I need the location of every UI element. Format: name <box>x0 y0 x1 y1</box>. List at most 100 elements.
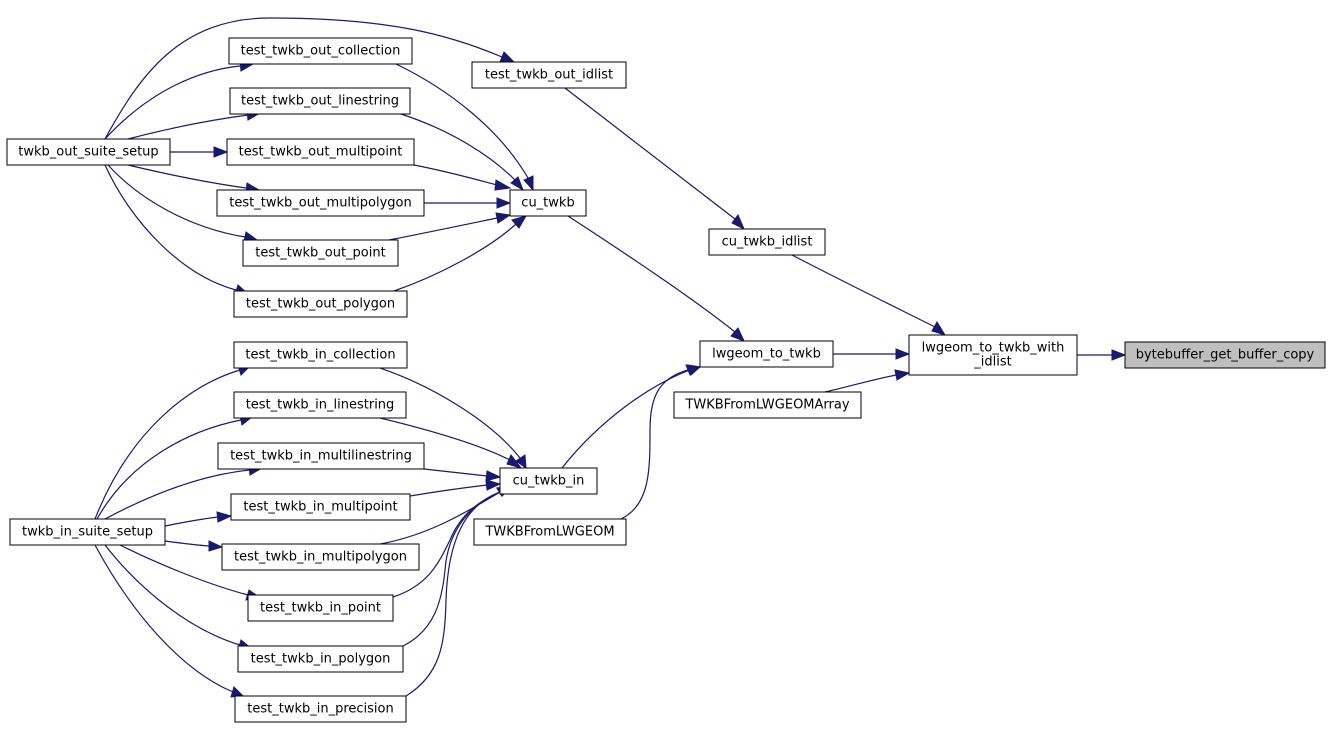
node-label: twkb_out_suite_setup <box>18 145 158 160</box>
node-box[interactable] <box>229 87 411 115</box>
node-box[interactable] <box>221 543 420 571</box>
edge-test-twkb-out-multipoint-to-cu-twkb <box>413 164 512 191</box>
edge-arrowhead <box>1111 349 1127 361</box>
node-cu-twkb[interactable]: cu_twkb <box>509 189 587 217</box>
edge-test-twkb-out-multipolygon-to-cu-twkb <box>424 197 512 209</box>
node-test-twkb-in-multipolygon[interactable]: test_twkb_in_multipolygon <box>221 543 420 571</box>
node-box[interactable] <box>673 391 862 419</box>
node-test-twkb-out-linestring[interactable]: test_twkb_out_linestring <box>229 87 411 115</box>
edge-arrowhead <box>213 146 229 158</box>
node-box[interactable] <box>908 334 1078 376</box>
node-twkbfromlwgeom[interactable]: TWKBFromLWGEOM <box>473 518 627 546</box>
node-test-twkb-out-polygon[interactable]: test_twkb_out_polygon <box>233 290 408 318</box>
node-cu-twkb-idlist[interactable]: cu_twkb_idlist <box>708 228 826 256</box>
node-test-twkb-out-point[interactable]: test_twkb_out_point <box>242 239 399 267</box>
node-label: lwgeom_to_twkb <box>712 347 821 362</box>
node-test-twkb-out-multipoint[interactable]: test_twkb_out_multipoint <box>226 138 415 166</box>
node-box[interactable] <box>499 467 598 495</box>
edge-twkbfromlwgeomarray-to-lwgeom-to-twkb-with-idlist <box>824 369 911 393</box>
edge-line <box>395 63 529 179</box>
node-box[interactable] <box>473 518 627 546</box>
edge-twkbfromlwgeom-to-lwgeom-to-twkb <box>620 364 702 520</box>
edge-arrowhead <box>216 511 233 523</box>
edge-line <box>824 374 897 393</box>
node-box[interactable] <box>1124 341 1326 369</box>
edge-arrowhead <box>208 540 224 552</box>
node-lwgeom-to-twkb[interactable]: lwgeom_to_twkb <box>699 340 834 368</box>
edge-line <box>409 484 488 497</box>
edge-line <box>104 17 503 140</box>
node-box[interactable] <box>233 341 408 369</box>
node-label: test_twkb_in_collection <box>245 348 395 363</box>
node-test-twkb-in-multilinestring[interactable]: test_twkb_in_multilinestring <box>217 442 425 470</box>
node-test-twkb-out-multipolygon[interactable]: test_twkb_out_multipolygon <box>216 189 425 217</box>
node-test-twkb-in-multipoint[interactable]: test_twkb_in_multipoint <box>230 493 411 521</box>
node-box[interactable] <box>708 228 826 256</box>
edge-arrowhead <box>511 215 528 229</box>
node-box[interactable] <box>509 189 587 217</box>
node-bytebuffer-get-buffer-copy[interactable]: bytebuffer_get_buffer_copy <box>1124 341 1326 369</box>
edge-line <box>104 544 241 646</box>
node-label: test_twkb_out_multipoint <box>239 145 403 160</box>
node-twkb-in-suite-setup[interactable]: twkb_in_suite_setup <box>9 518 166 546</box>
node-label: test_twkb_out_idlist <box>485 68 613 83</box>
edge-line <box>567 215 736 333</box>
node-box[interactable] <box>233 391 407 419</box>
node-label: lwgeom_to_twkb_with <box>922 341 1065 356</box>
node-box[interactable] <box>228 37 413 65</box>
node-box[interactable] <box>247 594 394 622</box>
node-label: test_twkb_in_multipoint <box>243 500 397 515</box>
edge-arrowhead <box>485 470 502 482</box>
node-box[interactable] <box>242 239 399 267</box>
edge-line <box>791 254 936 328</box>
node-test-twkb-in-precision[interactable]: test_twkb_in_precision <box>234 695 407 723</box>
node-box[interactable] <box>9 518 166 546</box>
node-test-twkb-in-point[interactable]: test_twkb_in_point <box>247 594 394 622</box>
node-box[interactable] <box>216 189 425 217</box>
node-test-twkb-out-idlist[interactable]: test_twkb_out_idlist <box>471 61 627 89</box>
node-label: TWKBFromLWGEOM <box>484 525 614 540</box>
edge-line <box>379 491 501 545</box>
edge-lwgeom-to-twkb-to-lwgeom-to-twkb-with-idlist <box>833 348 911 360</box>
edge-test-twkb-out-polygon-to-cu-twkb <box>393 215 528 292</box>
edge-lwgeom-to-twkb-with-idlist-to-bytebuffer-get-buffer-copy <box>1077 349 1127 361</box>
node-lwgeom-to-twkb-with-idlist[interactable]: lwgeom_to_twkb_with_idlist <box>908 334 1078 376</box>
node-box[interactable] <box>6 138 171 166</box>
edge-line <box>104 164 237 291</box>
node-box[interactable] <box>233 290 408 318</box>
node-box[interactable] <box>471 61 627 89</box>
edge-twkb-out-suite-setup-to-test-twkb-out-idlist <box>104 17 516 140</box>
node-test-twkb-in-polygon[interactable]: test_twkb_in_polygon <box>237 645 404 673</box>
edge-arrowhead <box>515 454 527 470</box>
node-cu-twkb-in[interactable]: cu_twkb_in <box>499 467 598 495</box>
edge-twkb-out-suite-setup-to-test-twkb-out-multipolygon <box>127 164 261 194</box>
edge-line <box>405 491 501 697</box>
node-box[interactable] <box>226 138 415 166</box>
node-test-twkb-in-collection[interactable]: test_twkb_in_collection <box>233 341 408 369</box>
edge-twkb-out-suite-setup-to-test-twkb-out-multipoint <box>170 146 229 158</box>
node-test-twkb-out-collection[interactable]: test_twkb_out_collection <box>228 37 413 65</box>
edge-cu-twkb-idlist-to-lwgeom-to-twkb-with-idlist <box>791 254 947 336</box>
node-label: test_twkb_in_precision <box>247 702 393 717</box>
edge-test-twkb-out-idlist-to-cu-twkb-idlist <box>564 87 745 231</box>
node-label: cu_twkb_in <box>513 474 585 489</box>
node-label: test_twkb_in_multipolygon <box>234 550 407 565</box>
node-box[interactable] <box>237 645 404 673</box>
node-twkbfromlwgeomarray[interactable]: TWKBFromLWGEOMArray <box>673 391 862 419</box>
edge-line <box>413 164 498 186</box>
node-label: bytebuffer_get_buffer_copy <box>1136 348 1315 363</box>
node-test-twkb-in-linestring[interactable]: test_twkb_in_linestring <box>233 391 407 419</box>
edge-arrowhead <box>895 348 911 360</box>
call-graph-edges <box>94 17 1127 698</box>
node-twkb-out-suite-setup[interactable]: twkb_out_suite_setup <box>6 138 171 166</box>
node-box[interactable] <box>234 695 407 723</box>
node-label: test_twkb_out_collection <box>241 44 401 59</box>
node-box[interactable] <box>230 493 411 521</box>
edge-arrowhead <box>730 327 745 342</box>
edge-line <box>164 516 219 527</box>
node-label: test_twkb_in_point <box>260 601 381 616</box>
node-box[interactable] <box>217 442 425 470</box>
node-box[interactable] <box>699 340 834 368</box>
edge-arrowhead <box>496 197 512 209</box>
